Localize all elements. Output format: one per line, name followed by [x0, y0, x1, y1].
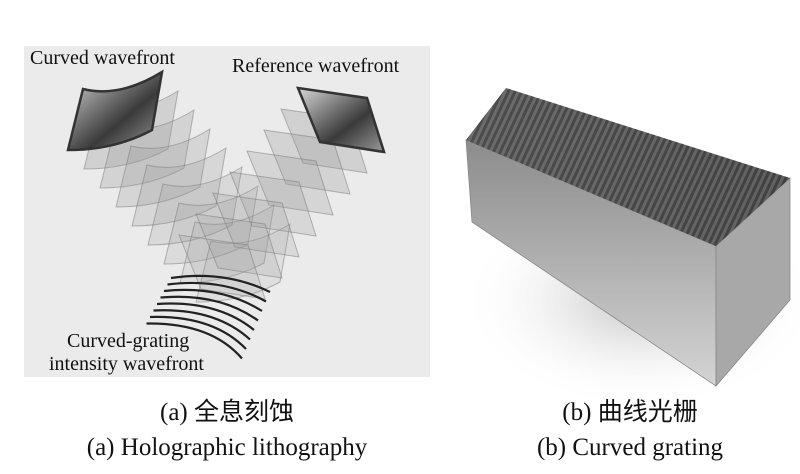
grating-line — [160, 295, 259, 322]
grating-line — [156, 302, 255, 331]
grating-line — [163, 288, 263, 312]
caption-b-english: (b) Curved grating — [536, 434, 724, 461]
wavefront-sheet — [229, 171, 317, 237]
caption-a-chinese: (a) 全息刻蚀 — [160, 399, 294, 426]
curved-wavefront-shape — [66, 69, 164, 152]
wavefront-sheet — [263, 129, 351, 195]
caption-b-chinese: (b) 曲线光栅 — [562, 399, 698, 426]
panel-a-holographic-diagram: Curved wavefront Reference wavefront Cur… — [24, 46, 430, 377]
grating-line — [170, 274, 271, 293]
label-intensity-wavefront: intensity wavefront — [49, 353, 204, 375]
grating-line — [149, 315, 247, 350]
reference-wavefront-shape — [296, 86, 386, 154]
grating-line — [167, 281, 267, 303]
caption-a-english: (a) Holographic lithography — [86, 434, 368, 461]
wavefront-sheet — [212, 192, 300, 258]
grating-line — [153, 309, 251, 341]
label-reference-wavefront: Reference wavefront — [232, 55, 400, 77]
wavefront-sheet — [195, 213, 283, 279]
panel-b-curved-grating-block — [460, 88, 800, 410]
wavefront-sheet — [246, 150, 334, 216]
curved-wavefront-sheets — [83, 89, 291, 303]
grating-intensity-lines — [146, 274, 271, 360]
label-curved-wavefront: Curved wavefront — [30, 47, 175, 69]
block-top-shade — [466, 88, 790, 246]
grating-line — [146, 322, 243, 360]
label-curved-grating: Curved-grating — [67, 330, 189, 352]
